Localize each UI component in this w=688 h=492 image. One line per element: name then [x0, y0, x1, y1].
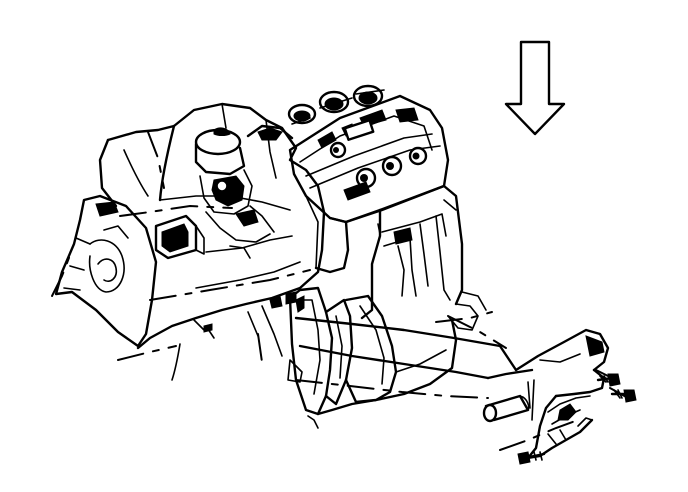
bolt-upper-right [596, 373, 621, 387]
bolt-lower-right [610, 389, 637, 403]
center-stack [288, 94, 450, 274]
steering-column-assembly [194, 127, 275, 259]
construction-lines [51, 131, 263, 363]
support-bracket [269, 286, 458, 429]
defroster-vents [246, 84, 385, 141]
explosion-leader-lines [287, 315, 534, 399]
fasteners [482, 373, 637, 465]
down-arrow-icon [504, 40, 566, 136]
bolt-lower-left [517, 451, 546, 465]
instrument-panel-left-end [54, 194, 158, 348]
center-console-lower [344, 184, 493, 331]
air-vent-left [154, 214, 205, 260]
locating-pin [482, 394, 530, 423]
knee-bolster-bracket [499, 328, 629, 460]
